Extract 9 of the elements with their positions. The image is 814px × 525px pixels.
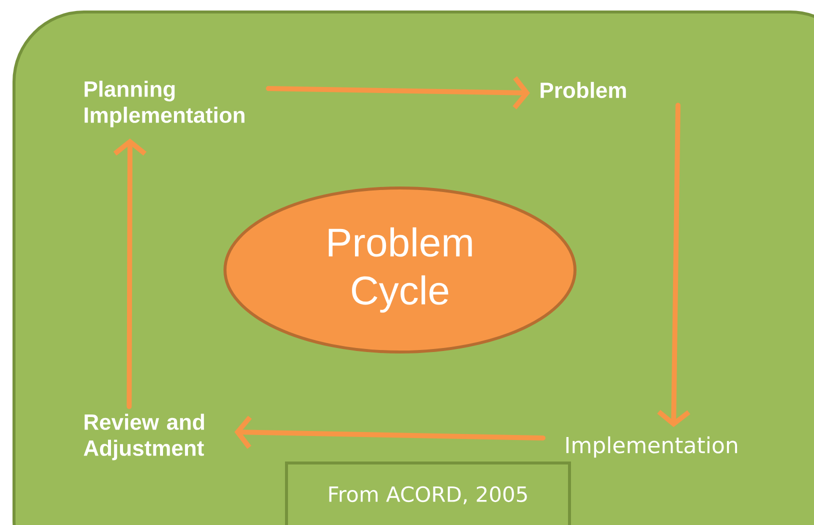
step-label: Implementation [566, 436, 738, 458]
step-label: Planning Implementation [84, 80, 244, 128]
arrow [657, 102, 690, 428]
arrow [113, 138, 147, 410]
source-box: From ACORD, 2005 [285, 462, 571, 525]
step-label: Review and Adjustment [84, 414, 204, 460]
step-label: Problem [540, 82, 626, 98]
arrow [234, 416, 546, 449]
arrow [266, 76, 530, 110]
